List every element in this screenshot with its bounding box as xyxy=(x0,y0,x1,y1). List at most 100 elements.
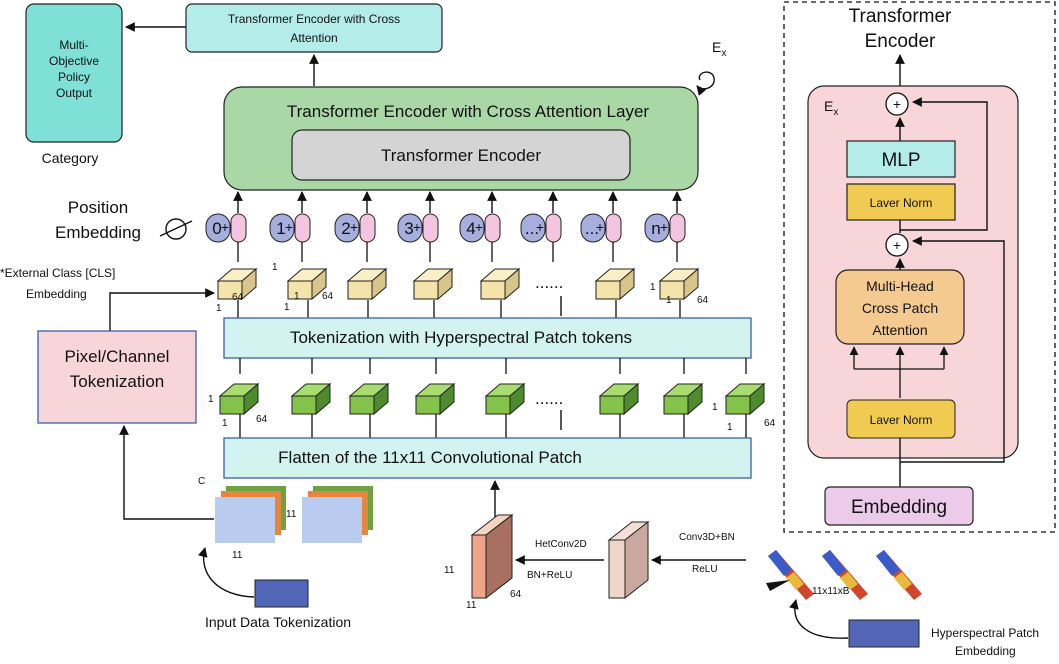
arrow-input-curve xyxy=(197,547,255,598)
dimension-label: 1 xyxy=(712,402,718,413)
policy-output-box xyxy=(25,3,123,143)
cream-patch-cube xyxy=(216,267,258,301)
dimension-label: 1 xyxy=(666,295,672,306)
dimension-label: 1 xyxy=(284,302,290,313)
position-token-index: 4 xyxy=(466,219,475,238)
hyperspectral-cube-2 xyxy=(822,550,868,600)
dimension-label: 1 xyxy=(727,422,733,433)
cream-ellipsis: ...... xyxy=(535,273,563,292)
dim-11-stack-bottom: 11 xyxy=(232,550,243,561)
conv3d-sub: ReLU xyxy=(692,564,718,575)
policy-line2: Objective xyxy=(49,54,99,68)
hyperspectral-cube-3 xyxy=(876,550,922,600)
green-patch-cube xyxy=(414,382,456,416)
arrow-stack-to-pixel xyxy=(119,425,214,520)
layer-norm-top-label: Laver Norm xyxy=(870,196,933,210)
flatten-bar xyxy=(223,437,752,479)
position-token: ...+ xyxy=(520,191,562,262)
position-token-index: 3 xyxy=(404,219,413,238)
encoder-block-title: Transformer Encoder with Cross Attention… xyxy=(287,102,650,121)
dimension-label: 1 xyxy=(650,282,656,293)
position-token: 2+ xyxy=(334,191,376,262)
hetconv-dim-11-left: 11 xyxy=(444,565,455,576)
position-token-index: ... xyxy=(525,219,539,238)
cream-patch-cube xyxy=(479,267,521,301)
inner-encoder-label: Transformer Encoder xyxy=(381,146,541,165)
svg-text:+: + xyxy=(893,96,901,112)
dimension-label: 64 xyxy=(764,418,776,429)
layer-norm-top-box xyxy=(846,183,956,221)
repeat-label: Ex xyxy=(712,39,726,59)
dimension-label: 64 xyxy=(697,295,709,306)
hetconv-dim-11-bottom: 11 xyxy=(466,600,477,611)
position-token: ...+ xyxy=(580,191,622,262)
position-token-index: 1 xyxy=(276,219,285,238)
cls-patch-cubes xyxy=(216,267,700,318)
dim-11-stack-side: 11 xyxy=(286,509,297,520)
conv3d-block xyxy=(607,520,650,600)
pixel-channel-box xyxy=(37,330,197,424)
pixel-channel-line1: Pixel/Channel xyxy=(65,347,170,366)
band-stack-2 xyxy=(302,486,373,543)
position-token: 3+ xyxy=(397,191,439,262)
plus-sign: + xyxy=(596,219,604,235)
plus-sign: + xyxy=(660,219,668,235)
cream-patch-cube xyxy=(412,267,454,301)
attention-line3: Attention xyxy=(872,322,927,338)
tokenization-bar xyxy=(223,317,752,359)
cream-patch-cube xyxy=(594,267,636,301)
plus-sign: + xyxy=(536,219,544,235)
layer-norm-bottom-label: Laver Norm xyxy=(870,413,933,427)
position-token: 1+ xyxy=(269,191,311,262)
layer-norm-bottom-box xyxy=(846,399,956,439)
policy-line1: Multi- xyxy=(59,38,88,52)
green-ellipsis: ...... xyxy=(535,389,563,408)
green-patch-cube xyxy=(348,382,390,416)
dimension-label: 64 xyxy=(256,414,268,425)
flatten-bar-label: Flatten of the 11x11 Convolutional Patch xyxy=(278,448,582,467)
dimension-label: 1 xyxy=(216,303,222,314)
green-patch-cube xyxy=(290,382,332,416)
cls-embedding-line1: *External Class [CLS] xyxy=(0,266,115,280)
green-patch-cube xyxy=(598,382,640,416)
plus-sign: + xyxy=(285,219,293,235)
cream-patch-cube xyxy=(658,267,700,301)
position-token: 4+ xyxy=(459,191,501,262)
dim-c: C xyxy=(198,476,205,487)
arrow-hyperspectral-curve xyxy=(789,599,849,639)
policy-caption: Category xyxy=(42,150,99,166)
input-tokenization-box xyxy=(254,579,309,608)
repeat-loop-icon xyxy=(696,71,715,96)
attention-line2: Cross Patch xyxy=(862,300,938,316)
conv-patch-cubes xyxy=(218,358,766,438)
right-title-line2: Encoder xyxy=(865,31,936,52)
hyperspectral-embedding-box xyxy=(848,619,920,648)
position-token-index: 2 xyxy=(341,219,350,238)
position-token: n+ xyxy=(644,191,686,262)
attention-box xyxy=(835,269,965,345)
dimension-label: 1 xyxy=(208,394,214,405)
dimension-label: 64 xyxy=(232,292,244,303)
inner-encoder-box xyxy=(291,129,631,181)
position-embedding-line2: Embedding xyxy=(55,223,141,242)
cls-embedding-line2: Embedding xyxy=(26,287,87,301)
policy-line3: Policy xyxy=(58,70,90,84)
plus-sign: + xyxy=(475,219,483,235)
top-encoder-label-line1: Transformer Encoder with Cross xyxy=(228,12,400,26)
position-token-index: n xyxy=(651,219,660,238)
cube-size-label: 11x11xB xyxy=(812,586,850,597)
cream-patch-cube xyxy=(286,267,328,301)
position-tokens: 0+1+2+3+4+...+...+n+ xyxy=(205,191,686,262)
residual-top xyxy=(900,97,988,231)
mlp-box xyxy=(846,140,956,178)
arrow-cls-path xyxy=(109,288,215,331)
green-patch-cube xyxy=(662,382,704,416)
svg-text:+: + xyxy=(893,237,901,253)
input-tokenization-label: Input Data Tokenization xyxy=(205,614,351,630)
plus-sign: + xyxy=(221,219,229,235)
panel-repeat-label: Ex xyxy=(824,98,838,118)
green-patch-cube xyxy=(724,382,766,416)
top-encoder-label-line2: Attention xyxy=(290,31,337,45)
hetconv-label: HetConv2D xyxy=(535,539,587,550)
